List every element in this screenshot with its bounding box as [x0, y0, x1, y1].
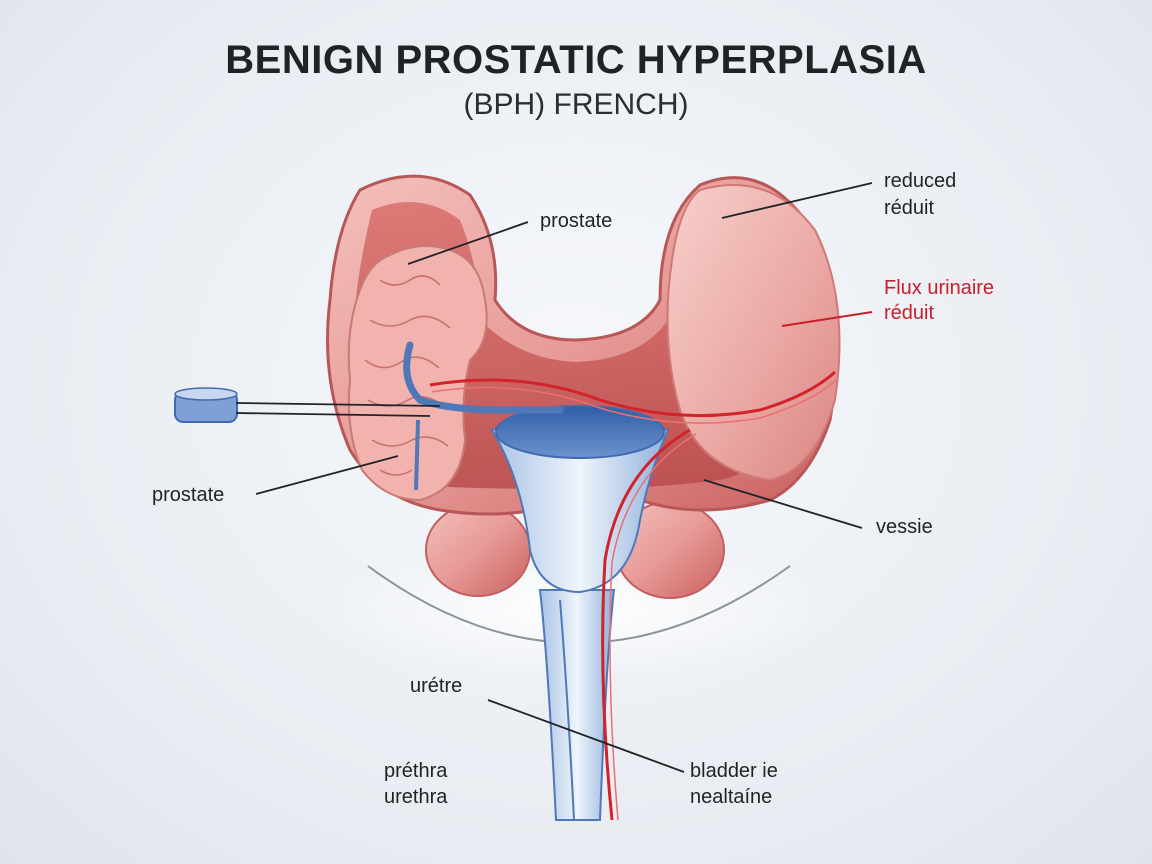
blue-duct — [403, 341, 564, 414]
label-flux-urinaire: Flux urinaire — [884, 277, 995, 299]
leader-uretre — [487, 699, 685, 773]
leader-flux — [781, 311, 873, 327]
diagram-subtitle: (BPH) FRENCH) — [463, 88, 689, 121]
label-urethra: urethra — [384, 786, 448, 808]
label-uretre: urétre — [410, 675, 463, 697]
catheter-device — [174, 387, 238, 423]
label-reduced: reduced — [884, 170, 957, 192]
label-bladder: bladder ie — [690, 760, 778, 782]
label-prostate-top: prostate — [540, 210, 613, 232]
label-flux-reduit: réduit — [884, 302, 935, 324]
label-prostate-left: prostate — [152, 484, 225, 506]
leader-device-1 — [235, 402, 441, 407]
leader-device-2 — [235, 412, 431, 417]
left-prostate-lobe — [347, 245, 488, 502]
leader-prostate-top — [407, 221, 529, 265]
leader-prostate-left — [255, 455, 399, 495]
leader-vessie — [703, 479, 863, 529]
label-prethra: préthra — [384, 760, 448, 782]
lower-left-lobe — [425, 503, 531, 597]
urethra-funnel — [490, 405, 670, 594]
blue-duct-lower — [414, 419, 420, 491]
diagram-title: BENIGN PROSTATIC HYPERPLASIA — [225, 38, 927, 82]
red-vessel — [429, 370, 837, 821]
leader-reduced — [721, 182, 873, 219]
leader-lines — [235, 182, 873, 773]
right-enlarged-lobe — [666, 184, 841, 482]
label-reduit: réduit — [884, 197, 935, 219]
label-nealtaine: nealtaíne — [690, 786, 773, 808]
label-vessie: vessie — [876, 516, 933, 538]
